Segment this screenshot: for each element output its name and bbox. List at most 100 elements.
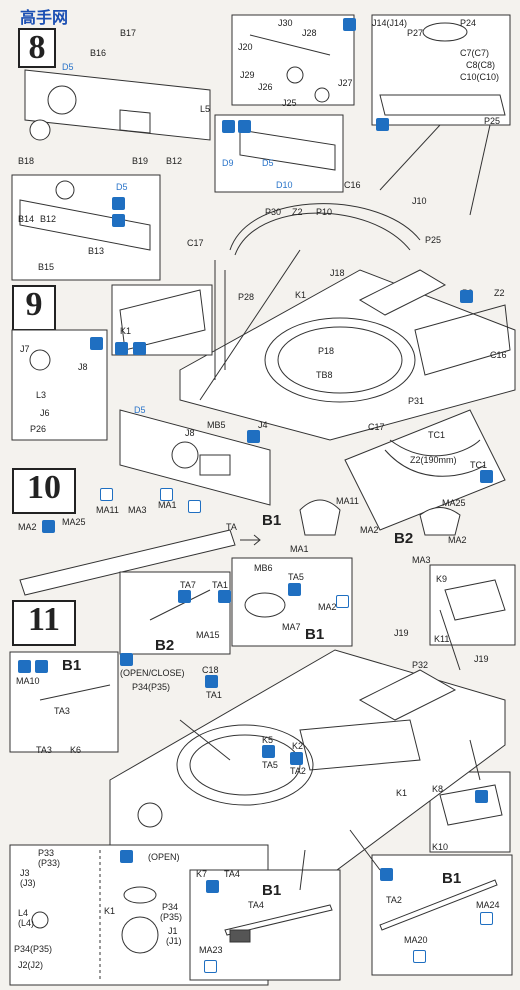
label-j6: J6 — [40, 408, 50, 418]
label-ta3-b: TA3 — [36, 745, 52, 755]
label-ta1: TA1 — [212, 580, 228, 590]
glue-icon — [460, 290, 473, 303]
label-ta4-b: TA4 — [248, 900, 264, 910]
glue-icon — [480, 470, 493, 483]
symbol-b2: B2 — [394, 530, 414, 547]
direction-icon — [413, 950, 426, 963]
label-mb5: MB5 — [207, 420, 226, 430]
direction-icon — [336, 595, 349, 608]
label-p18: P18 — [318, 346, 335, 356]
direction-icon — [188, 500, 201, 513]
label-l4: L4 — [18, 908, 29, 918]
label-ta1-b: TA1 — [206, 690, 222, 700]
label-b16: B16 — [90, 48, 107, 58]
label-b18: B18 — [18, 156, 35, 166]
glue-icon — [218, 590, 231, 603]
cement-icon — [112, 197, 125, 210]
symbol-b1: B1 — [262, 512, 282, 529]
label-p34-p35-b: P34(P35) — [14, 944, 53, 954]
label-k9: K9 — [436, 574, 448, 584]
label-z2: Z2 — [292, 207, 303, 217]
label-p33-paren: (P33) — [38, 858, 61, 868]
symbol-b2-11: B2 — [155, 637, 175, 654]
label-d5-c: D5 — [116, 182, 128, 192]
glue-icon — [120, 850, 133, 863]
direction-icon — [204, 960, 217, 973]
glue-icon — [206, 880, 219, 893]
label-k1-bl: K1 — [104, 906, 116, 916]
symbol-b1-11d: B1 — [442, 870, 462, 887]
step-9-number: 9 — [12, 285, 56, 331]
cement-icon — [115, 342, 128, 355]
label-ma7: MA7 — [282, 622, 301, 632]
symbol-b1-11c: B1 — [262, 882, 282, 899]
label-l3: L3 — [36, 390, 47, 400]
label-tb8: TB8 — [316, 370, 333, 380]
label-p24: P24 — [460, 18, 477, 28]
label-c16-b: C16 — [490, 350, 507, 360]
label-open-close: (OPEN/CLOSE) — [120, 668, 185, 678]
label-b13: B13 — [88, 246, 105, 256]
label-b12: B12 — [166, 156, 183, 166]
brand-watermark: 高手网 — [20, 10, 69, 27]
label-p26: P26 — [30, 424, 47, 434]
label-l4-paren: (L4) — [18, 918, 35, 928]
label-p34-p35: P34(P35) — [132, 682, 171, 692]
glue-icon — [290, 752, 303, 765]
glue-icon — [120, 653, 133, 666]
label-p25-b: P25 — [425, 235, 442, 245]
label-ma25-b: MA25 — [442, 498, 466, 508]
label-k1-11: K1 — [396, 788, 408, 798]
label-c8: C8(C8) — [466, 60, 496, 70]
symbol-b1-11b: B1 — [62, 657, 82, 674]
label-p35: (P35) — [160, 912, 183, 922]
label-p34: P34 — [162, 902, 179, 912]
number-icon — [100, 488, 113, 501]
label-z2-190: Z2(190mm) — [410, 455, 457, 465]
label-ta7: TA7 — [180, 580, 196, 590]
label-p27: P27 — [407, 28, 424, 38]
label-ta5: TA5 — [288, 572, 304, 582]
label-ma15: MA15 — [196, 630, 220, 640]
label-k1-b: K1 — [120, 326, 132, 336]
label-z2-b: Z2 — [494, 288, 505, 298]
label-p31: P31 — [408, 396, 425, 406]
label-j4: J4 — [258, 420, 268, 430]
label-j8: J8 — [78, 362, 88, 372]
number-icon — [160, 488, 173, 501]
label-c18: C18 — [202, 665, 219, 675]
label-k5: K5 — [262, 735, 274, 745]
label-p28: P28 — [238, 292, 255, 302]
label-d5-9: D5 — [134, 405, 146, 415]
label-ma24: MA24 — [476, 900, 500, 910]
glue-icon — [133, 342, 146, 355]
glue-icon — [178, 590, 191, 603]
glue-icon — [18, 660, 31, 673]
label-k1: K1 — [295, 290, 307, 300]
label-ma10: MA10 — [16, 676, 40, 686]
label-c17-b: C17 — [368, 422, 385, 432]
label-c7: C7(C7) — [460, 48, 490, 58]
cement-icon — [247, 430, 260, 443]
label-j26: J26 — [258, 82, 273, 92]
label-ma2-c: MA2 — [448, 535, 467, 545]
label-j1-paren: (J1) — [166, 936, 182, 946]
label-k2: K2 — [292, 741, 304, 751]
glue-icon — [288, 583, 301, 596]
label-p32: P32 — [412, 660, 429, 670]
cement-icon — [90, 337, 103, 350]
glue-icon — [35, 660, 48, 673]
label-ta4: TA4 — [224, 869, 240, 879]
label-j19-b: J19 — [474, 654, 489, 664]
label-j1: J1 — [168, 926, 178, 936]
label-j19: J19 — [394, 628, 409, 638]
label-l5: L5 — [200, 104, 211, 114]
step-11-number: 11 — [12, 600, 76, 646]
label-b17: B17 — [120, 28, 137, 38]
glue-icon — [380, 868, 393, 881]
label-ta2-b: TA2 — [386, 895, 402, 905]
label-ma11-b: MA11 — [336, 496, 359, 506]
label-ma23: MA23 — [199, 945, 223, 955]
label-p30: P30 — [265, 207, 282, 217]
